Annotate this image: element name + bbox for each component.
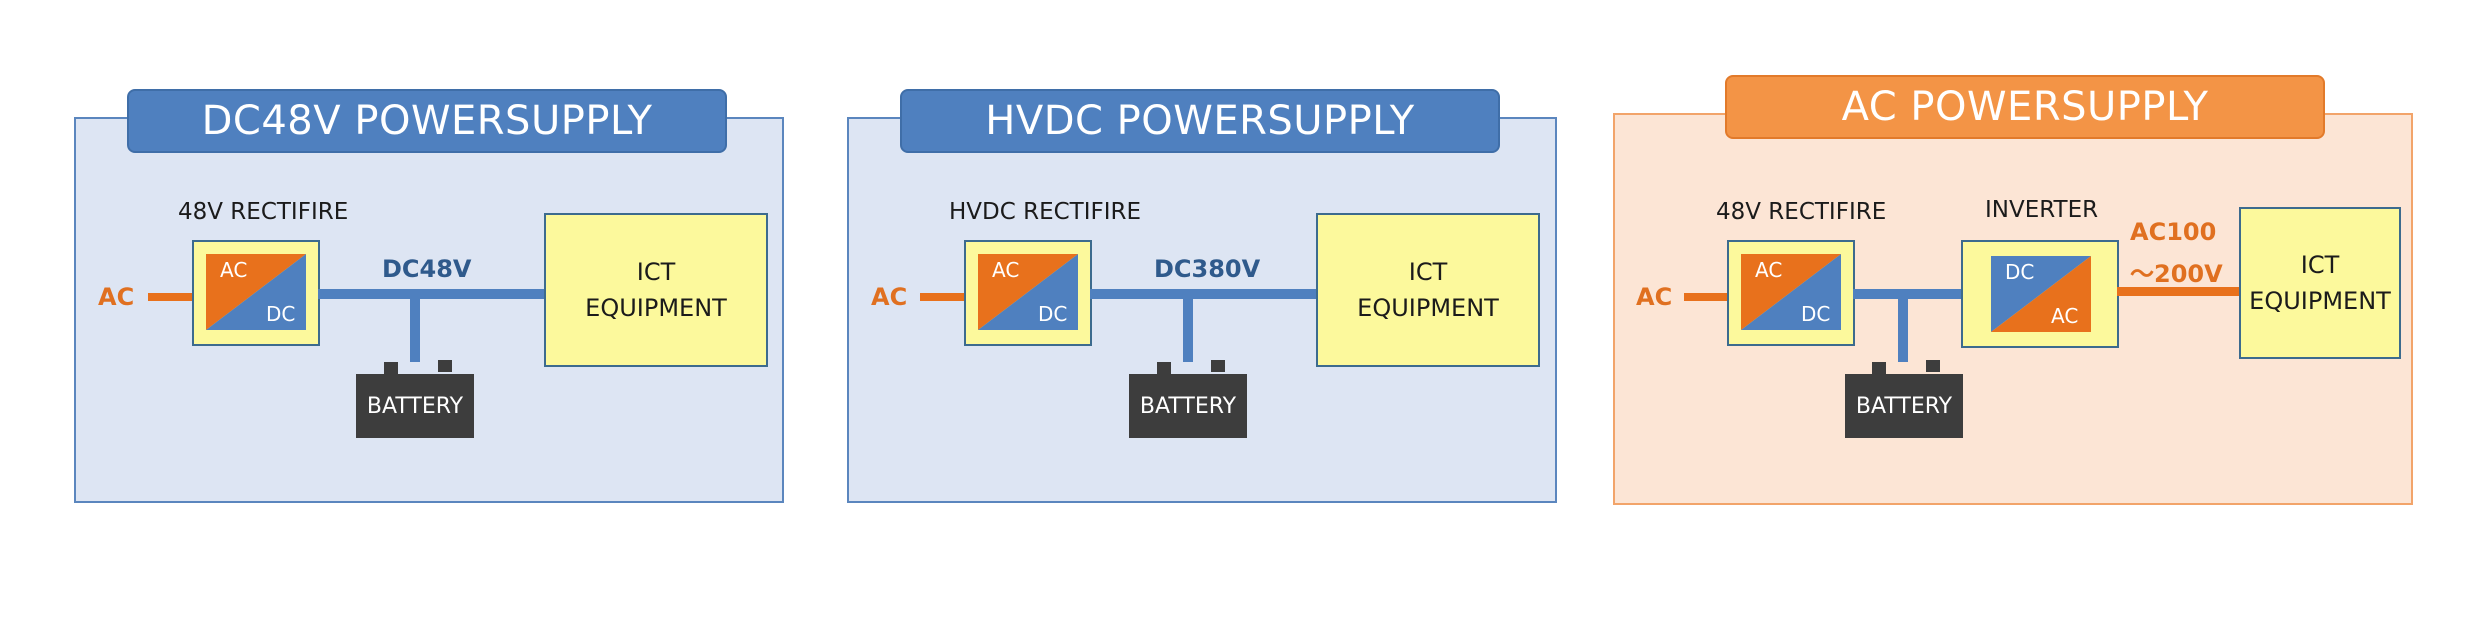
dc-link <box>1853 289 1963 299</box>
panel-title: DC48V POWERSUPPLY <box>127 89 727 153</box>
rectifier-converter: AC DC <box>192 240 320 346</box>
battery-drop <box>1183 296 1193 362</box>
inverter-converter: DC AC <box>1961 240 2119 348</box>
converter-top-label: AC <box>220 258 248 282</box>
ac-input-wire <box>148 293 196 301</box>
equipment-line1: ICT <box>2300 251 2340 279</box>
ict-equipment: ICT EQUIPMENT <box>2239 207 2401 359</box>
equipment-line1: ICT <box>636 258 676 286</box>
battery-terminal <box>384 362 398 374</box>
battery-drop <box>410 296 420 362</box>
inverter-bottom-label: AC <box>2051 304 2079 328</box>
converter-bottom-label: DC <box>1801 302 1831 326</box>
ict-equipment: ICT EQUIPMENT <box>544 213 768 367</box>
dc-bus <box>318 289 546 299</box>
ac-dc-converter-icon: AC DC <box>978 254 1078 330</box>
rectifier-label: 48V RECTIFIRE <box>1716 199 1887 225</box>
battery-terminal <box>438 360 452 372</box>
dc-ac-inverter-icon: DC AC <box>1991 256 2091 332</box>
ac-input-wire <box>920 293 968 301</box>
dc-bus <box>1090 289 1318 299</box>
converter-top-label: AC <box>992 258 1020 282</box>
panel-title: HVDC POWERSUPPLY <box>900 89 1500 153</box>
battery: BATTERY <box>1845 374 1963 438</box>
inverter-label: INVERTER <box>1985 197 2099 223</box>
converter-bottom-label: DC <box>266 302 296 326</box>
dc-bus-label: DC48V <box>382 255 472 283</box>
inverter-top-label: DC <box>2005 260 2035 284</box>
converter-bottom-label: DC <box>1038 302 1068 326</box>
ac-input-label: AC <box>1636 283 1673 311</box>
ac-dc-converter-icon: AC DC <box>1741 254 1841 330</box>
ac-dc-converter-icon: AC DC <box>206 254 306 330</box>
equipment-line1: ICT <box>1408 258 1448 286</box>
battery: BATTERY <box>1129 374 1247 438</box>
ict-equipment: ICT EQUIPMENT <box>1316 213 1540 367</box>
rectifier-converter: AC DC <box>1727 240 1855 346</box>
rectifier-label: HVDC RECTIFIRE <box>949 199 1142 225</box>
battery: BATTERY <box>356 374 474 438</box>
converter-top-label: AC <box>1755 258 1783 282</box>
ac-output-label-line2: ～200V <box>2130 260 2223 288</box>
rectifier-converter: AC DC <box>964 240 1092 346</box>
battery-terminal <box>1211 360 1225 372</box>
equipment-line2: EQUIPMENT <box>1357 294 1499 322</box>
ac-input-label: AC <box>98 283 135 311</box>
battery-terminal <box>1872 362 1886 374</box>
ac-output-wire <box>2117 287 2241 296</box>
battery-drop <box>1898 296 1908 362</box>
panel-title: AC POWERSUPPLY <box>1725 75 2325 139</box>
battery-terminal <box>1926 360 1940 372</box>
dc-bus-label: DC380V <box>1154 255 1261 283</box>
ac-input-label: AC <box>871 283 908 311</box>
rectifier-label: 48V RECTIFIRE <box>178 199 349 225</box>
battery-terminal <box>1157 362 1171 374</box>
ac-output-label-line1: AC100 <box>2130 218 2217 246</box>
ac-input-wire <box>1684 293 1732 301</box>
equipment-line2: EQUIPMENT <box>585 294 727 322</box>
equipment-line2: EQUIPMENT <box>2249 287 2391 315</box>
